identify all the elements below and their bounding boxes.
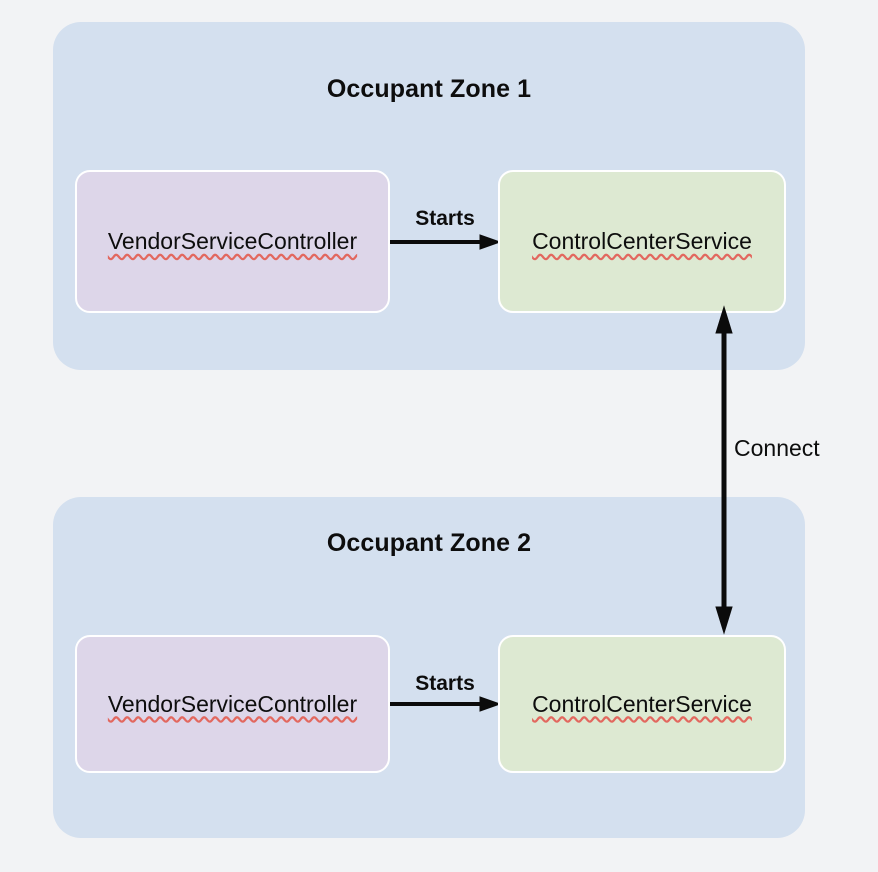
node-vendor-service-controller-1[interactable]: VendorServiceController [75, 170, 390, 313]
node-label: VendorServiceController [107, 228, 358, 254]
zone-container-2: Occupant Zone 2 VendorServiceController … [53, 497, 805, 838]
node-control-center-service-1[interactable]: ControlCenterService [498, 170, 786, 313]
node-label: VendorServiceController [107, 690, 358, 717]
zone-title-2: Occupant Zone 2 [326, 529, 532, 557]
node-control-center-service-2[interactable]: ControlCenterService [498, 635, 786, 773]
zone-container-1: Occupant Zone 1 VendorServiceController … [53, 22, 805, 370]
edge-label-connect: Connect [734, 435, 820, 461]
edge-starts-2: Starts [390, 635, 500, 773]
arrow-right-icon [390, 233, 500, 250]
node-label: ControlCenterService [532, 690, 752, 717]
node-label: ControlCenterService [532, 228, 752, 254]
edge-connect: Connect [700, 305, 878, 635]
edge-label-starts: Starts [415, 207, 475, 230]
arrow-right-icon [390, 696, 500, 712]
zone-title-1: Occupant Zone 1 [326, 75, 532, 103]
edge-starts-1: Starts [390, 170, 500, 313]
edge-label-starts: Starts [415, 672, 475, 695]
node-vendor-service-controller-2[interactable]: VendorServiceController [75, 635, 390, 773]
arrow-double-vertical-icon [715, 305, 733, 635]
